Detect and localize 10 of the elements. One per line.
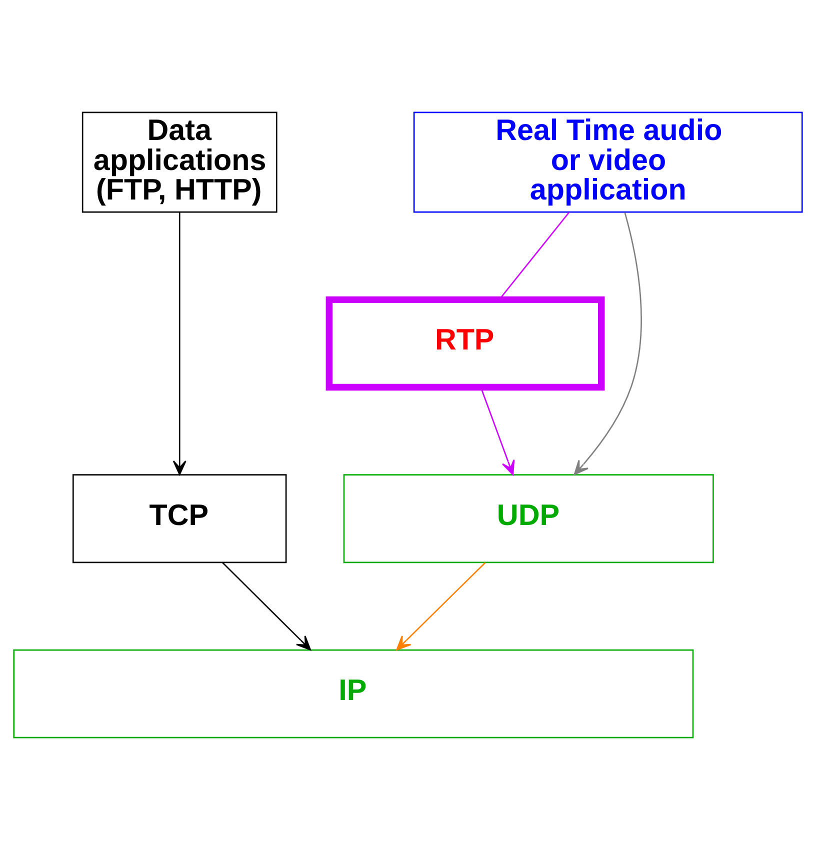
arrow xyxy=(222,562,312,650)
arrow xyxy=(574,212,642,476)
node-box: Real Time audio or video application xyxy=(413,112,803,213)
node-box: RTP xyxy=(326,296,605,391)
arrow xyxy=(172,212,186,476)
node-box: UDP xyxy=(343,474,714,564)
node-box: IP xyxy=(13,649,694,738)
node-box: TCP xyxy=(72,474,287,564)
node-box: Data applications (FTP, HTTP) xyxy=(82,112,278,213)
arrow xyxy=(396,562,486,650)
